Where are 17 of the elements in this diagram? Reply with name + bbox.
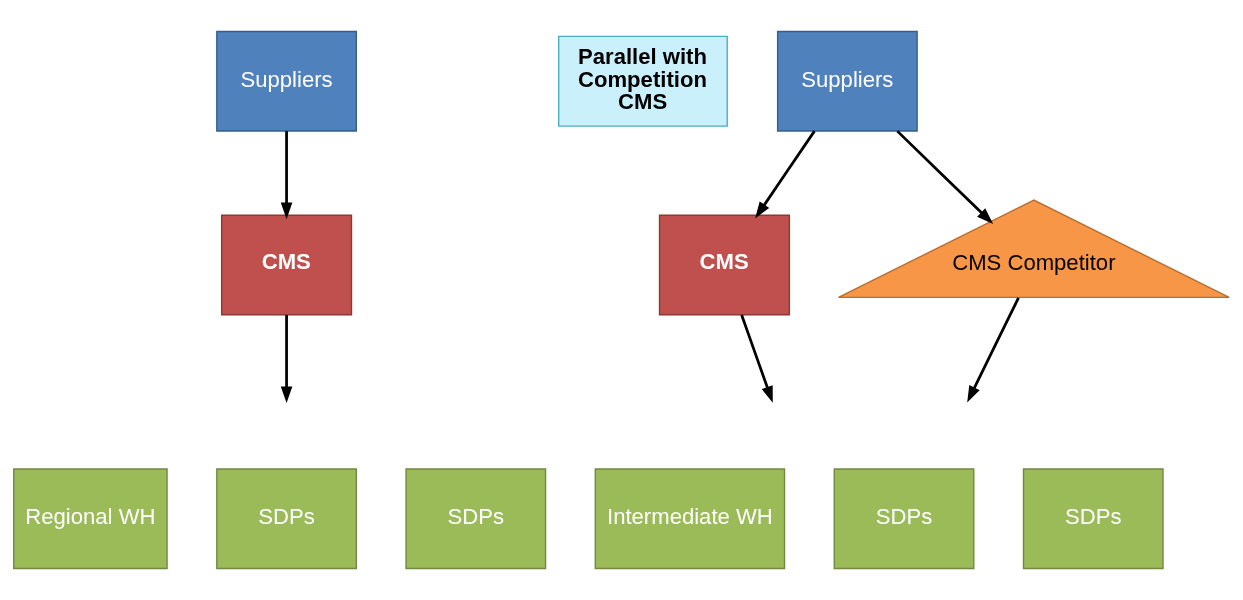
node-box: SDPs xyxy=(216,468,357,570)
arrow xyxy=(740,314,773,403)
node-box: CMS xyxy=(220,214,353,316)
node-box: SDPs xyxy=(833,468,975,570)
node-box: CMS xyxy=(658,214,791,316)
arrow xyxy=(280,314,293,403)
arrow xyxy=(967,297,1020,403)
node-box: Suppliers xyxy=(776,30,918,132)
arrow xyxy=(896,130,994,225)
arrow xyxy=(280,131,293,220)
node-box: Parallel with Competition CMS xyxy=(558,35,728,127)
node-box: Regional WH xyxy=(13,468,168,570)
node-box: SDPs xyxy=(1022,468,1164,570)
arrow xyxy=(755,130,816,219)
node-box: Intermediate WH xyxy=(594,468,786,570)
node-box: Suppliers xyxy=(216,30,357,132)
node-box: SDPs xyxy=(405,468,547,570)
